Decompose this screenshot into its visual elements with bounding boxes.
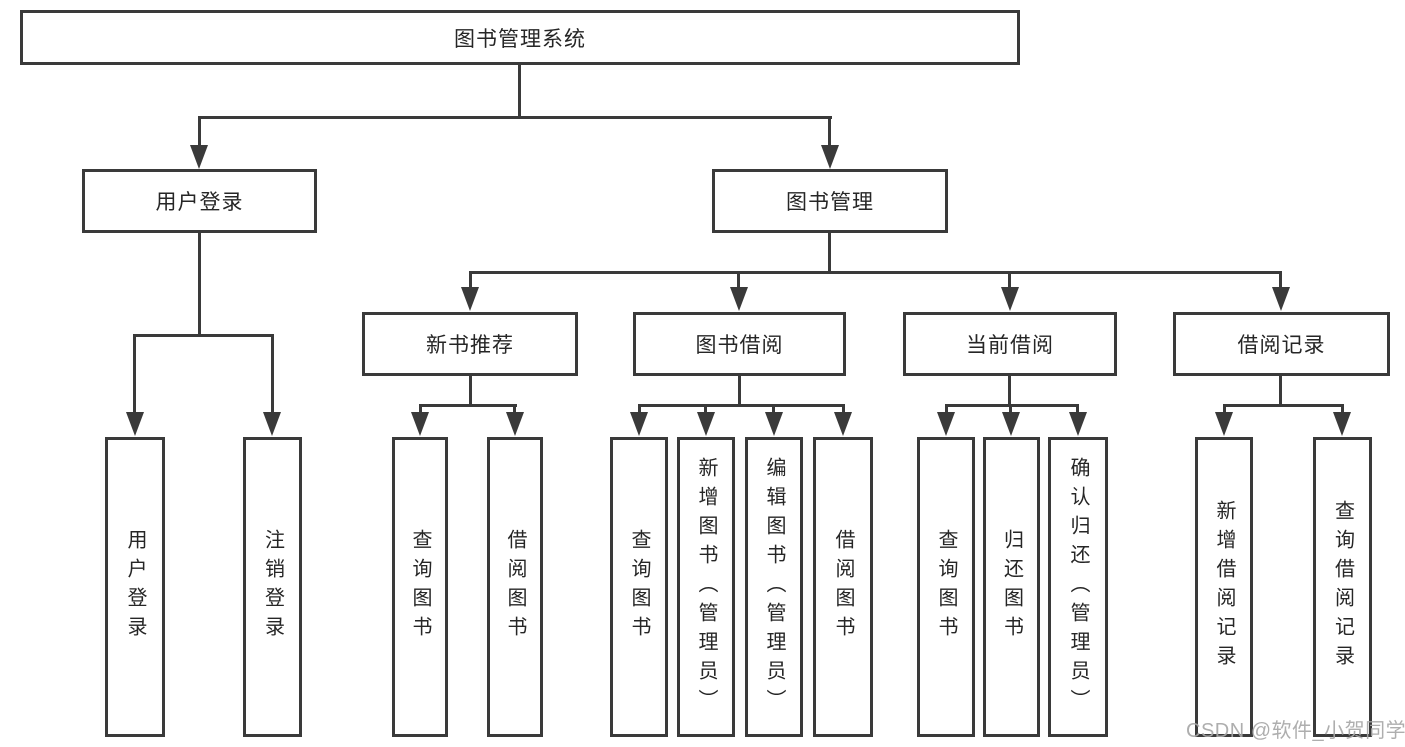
leaf-user-login: 用户登录 bbox=[105, 437, 165, 737]
leaf-borrow-borrow-label: 借阅图书 bbox=[832, 529, 854, 645]
node-current-borrow-label: 当前借阅 bbox=[966, 334, 1054, 357]
arrowhead-down-icon bbox=[765, 412, 783, 436]
csdn-watermark: CSDN @软件_小贺同学 bbox=[1186, 720, 1405, 742]
leaf-borrow-add-admin-label: 新增图书（管理员） bbox=[695, 456, 717, 718]
leaf-newbooks-query: 查询图书 bbox=[392, 437, 448, 737]
connector-line bbox=[513, 404, 516, 415]
connector-line bbox=[1008, 375, 1011, 406]
leaf-user-login-label: 用户登录 bbox=[124, 529, 146, 645]
node-new-book-recommend: 新书推荐 bbox=[362, 312, 578, 376]
connector-line bbox=[133, 334, 136, 414]
leaf-records-query-label: 查询借阅记录 bbox=[1331, 500, 1354, 674]
connector-line bbox=[419, 404, 422, 415]
arrowhead-down-icon bbox=[1002, 412, 1020, 436]
node-user-login-label: 用户登录 bbox=[155, 191, 244, 214]
connector-line bbox=[198, 116, 201, 148]
arrowhead-down-icon bbox=[834, 412, 852, 436]
connector-line bbox=[1341, 404, 1344, 415]
node-current-borrow: 当前借阅 bbox=[903, 312, 1117, 376]
leaf-borrow-query: 查询图书 bbox=[610, 437, 668, 737]
leaf-borrow-borrow: 借阅图书 bbox=[813, 437, 873, 737]
connector-line bbox=[1279, 271, 1282, 291]
node-borrow-records-label: 借阅记录 bbox=[1237, 334, 1326, 357]
arrowhead-down-icon bbox=[1272, 287, 1290, 311]
leaf-current-query-label: 查询图书 bbox=[935, 529, 957, 645]
connector-line bbox=[828, 116, 831, 148]
connector-line bbox=[518, 65, 521, 118]
connector-line bbox=[198, 233, 201, 336]
arrowhead-down-icon bbox=[411, 412, 429, 436]
leaf-current-query: 查询图书 bbox=[917, 437, 975, 737]
leaf-newbooks-borrow: 借阅图书 bbox=[487, 437, 543, 737]
arrowhead-down-icon bbox=[937, 412, 955, 436]
connector-line bbox=[638, 404, 845, 407]
arrowhead-down-icon bbox=[697, 412, 715, 436]
leaf-current-return-label: 归还图书 bbox=[1000, 529, 1023, 645]
connector-line bbox=[469, 375, 472, 406]
arrowhead-down-icon bbox=[1069, 412, 1087, 436]
node-book-borrow: 图书借阅 bbox=[633, 312, 846, 376]
leaf-records-add-label: 新增借阅记录 bbox=[1213, 500, 1235, 674]
arrowhead-down-icon bbox=[461, 287, 479, 311]
leaf-newbooks-borrow-label: 借阅图书 bbox=[504, 529, 526, 645]
leaf-borrow-edit-admin: 编辑图书（管理员） bbox=[745, 437, 803, 737]
leaf-borrow-query-label: 查询图书 bbox=[628, 529, 650, 645]
node-user-login: 用户登录 bbox=[82, 169, 317, 233]
leaf-current-confirm-admin: 确认归还（管理员） bbox=[1048, 437, 1108, 737]
connector-line bbox=[134, 334, 274, 337]
connector-line bbox=[1009, 404, 1012, 415]
connector-line bbox=[772, 404, 775, 415]
arrowhead-down-icon bbox=[1001, 287, 1019, 311]
node-root-label: 图书管理系统 bbox=[454, 27, 586, 51]
connector-line bbox=[1223, 404, 1344, 407]
arrowhead-down-icon bbox=[190, 145, 208, 169]
connector-line bbox=[945, 404, 948, 415]
arrowhead-down-icon bbox=[1333, 412, 1351, 436]
leaf-borrow-add-admin: 新增图书（管理员） bbox=[677, 437, 735, 737]
connector-line bbox=[198, 116, 832, 119]
arrowhead-down-icon bbox=[506, 412, 524, 436]
connector-line bbox=[704, 404, 707, 415]
connector-line bbox=[828, 233, 831, 273]
connector-line bbox=[1076, 404, 1079, 415]
arrowhead-down-icon bbox=[730, 287, 748, 311]
leaf-current-confirm-admin-label: 确认归还（管理员） bbox=[1067, 456, 1089, 718]
node-root: 图书管理系统 bbox=[20, 10, 1020, 65]
connector-line bbox=[638, 404, 641, 415]
leaf-records-add: 新增借阅记录 bbox=[1195, 437, 1253, 737]
arrowhead-down-icon bbox=[126, 412, 144, 436]
connector-line bbox=[738, 375, 741, 406]
arrowhead-down-icon bbox=[1215, 412, 1233, 436]
connector-line bbox=[419, 404, 517, 407]
arrowhead-down-icon bbox=[630, 412, 648, 436]
leaf-logout: 注销登录 bbox=[243, 437, 302, 737]
leaf-current-return: 归还图书 bbox=[983, 437, 1040, 737]
arrowhead-down-icon bbox=[263, 412, 281, 436]
connector-line bbox=[737, 271, 740, 291]
node-book-borrow-label: 图书借阅 bbox=[695, 334, 784, 357]
leaf-logout-label: 注销登录 bbox=[261, 529, 284, 645]
arrowhead-down-icon bbox=[821, 145, 839, 169]
node-borrow-records: 借阅记录 bbox=[1173, 312, 1390, 376]
leaf-newbooks-query-label: 查询图书 bbox=[409, 529, 431, 645]
leaf-borrow-edit-admin-label: 编辑图书（管理员） bbox=[763, 456, 785, 718]
connector-line bbox=[842, 404, 845, 415]
connector-line bbox=[469, 271, 1282, 274]
connector-line bbox=[1008, 271, 1011, 291]
connector-line bbox=[945, 404, 1079, 407]
connector-line bbox=[1279, 375, 1282, 406]
connector-line bbox=[1223, 404, 1226, 415]
connector-line bbox=[469, 271, 472, 291]
node-book-management-label: 图书管理 bbox=[786, 191, 874, 214]
node-new-book-recommend-label: 新书推荐 bbox=[426, 334, 514, 357]
connector-line bbox=[271, 334, 274, 414]
node-book-management: 图书管理 bbox=[712, 169, 948, 233]
leaf-records-query: 查询借阅记录 bbox=[1313, 437, 1372, 737]
